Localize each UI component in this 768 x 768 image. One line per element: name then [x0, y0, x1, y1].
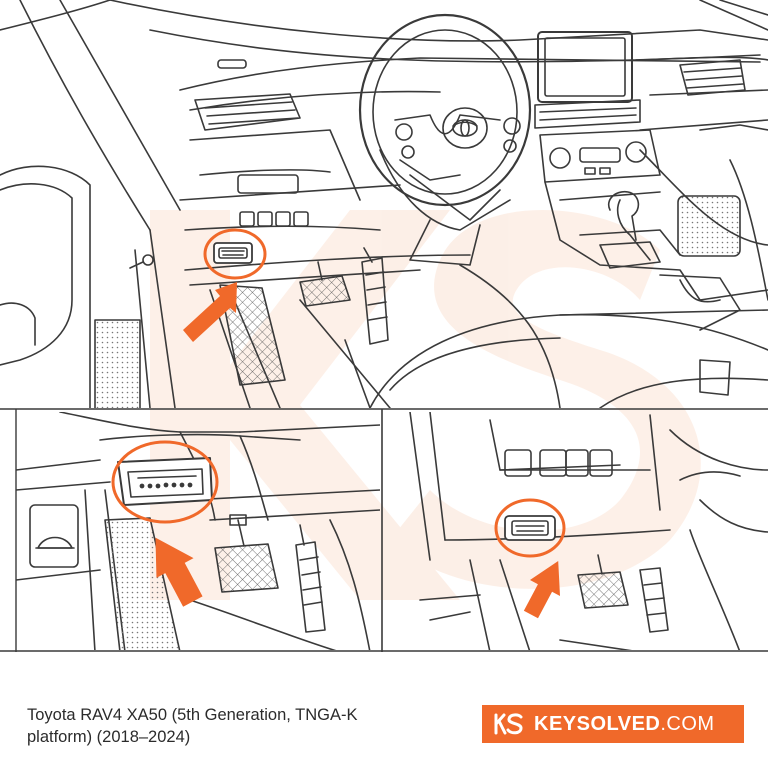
obd-highlight-circle-closeup [111, 440, 219, 524]
keysolved-logo-icon [494, 713, 523, 735]
watermark-logo [150, 210, 701, 600]
obd-location-diagram [0, 0, 768, 652]
brand-tld: .COM [660, 712, 715, 735]
closeup-right-panel [409, 412, 768, 650]
obd-port-right-icon [504, 515, 556, 541]
closeup-left-panel [16, 412, 380, 650]
location-arrow-icon-right [523, 561, 561, 619]
obd-highlight-circle [203, 228, 267, 280]
location-arrow-icon [183, 282, 237, 342]
brand-name-text: KEYSOLVED [534, 712, 661, 735]
caption-line-1: Toyota RAV4 XA50 (5th Generation, TNGA-K [27, 706, 358, 724]
caption-line-2: platform) (2018–2024) [27, 728, 191, 746]
brand-name: KEYSOLVED.COM [534, 713, 715, 736]
location-arrow-icon-closeup [155, 537, 203, 607]
obd-port-icon [213, 242, 253, 264]
brand-badge[interactable]: KEYSOLVED.COM [482, 705, 744, 743]
hood-release-icon [29, 504, 79, 568]
interior-overview-panel [0, 0, 768, 408]
obd-port-closeup-icon [117, 457, 213, 506]
toyota-logo-icon [452, 119, 478, 137]
obd-highlight-circle-right [494, 498, 566, 558]
caption: Toyota RAV4 XA50 (5th Generation, TNGA-K… [27, 704, 447, 748]
